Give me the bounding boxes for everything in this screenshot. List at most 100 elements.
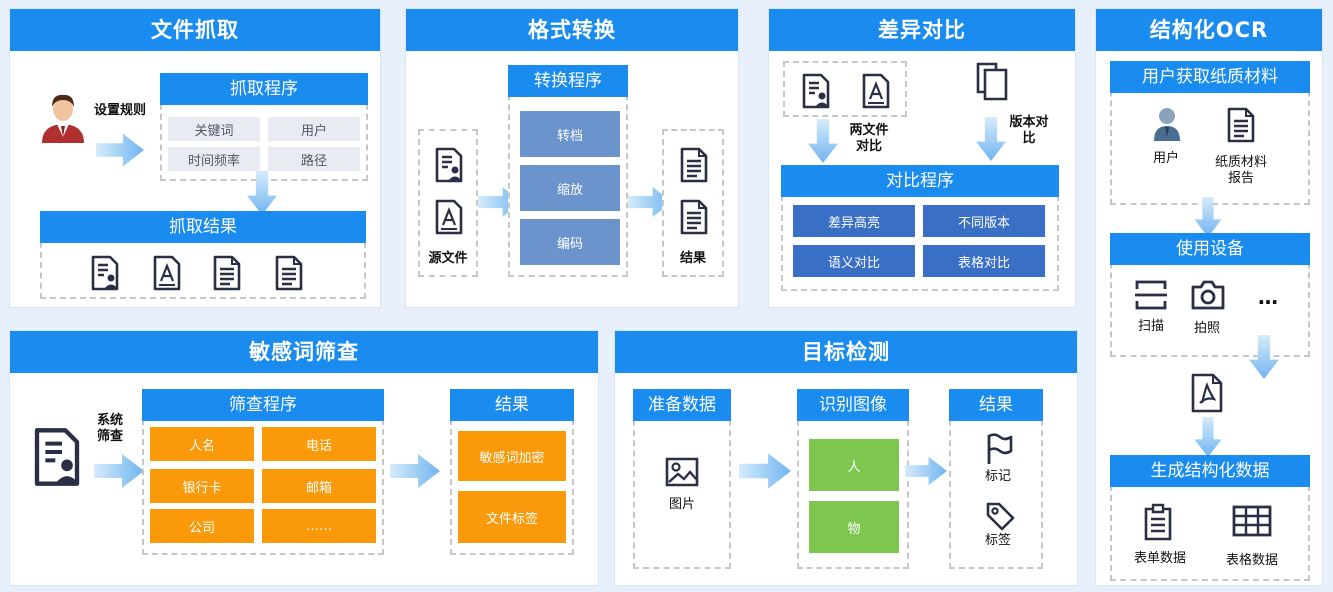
program-item: 银行卡 bbox=[150, 469, 254, 503]
document-user-icon bbox=[32, 427, 82, 487]
program-item: 关键词 bbox=[168, 117, 260, 141]
tag-icon bbox=[986, 502, 1015, 531]
program-item: 人名 bbox=[150, 427, 254, 461]
arrow-right bbox=[905, 453, 947, 489]
photo-label: 拍照 bbox=[1193, 321, 1220, 336]
more-label: … bbox=[1258, 285, 1278, 309]
arrow-right bbox=[390, 453, 440, 489]
document-a-icon bbox=[861, 73, 891, 109]
arrow-down bbox=[1192, 197, 1224, 237]
program-item: 用户 bbox=[268, 117, 360, 141]
program-item: 不同版本 bbox=[923, 205, 1045, 237]
document-a-icon bbox=[434, 199, 464, 235]
ocr-step3-box: 生成结构化数据 表单数据 表格数据 bbox=[1110, 455, 1310, 581]
person-icon bbox=[40, 91, 86, 143]
panel-ocr: 结构化OCR 用户获取纸质材料 用户 纸质材料 报告 使用设备 … 扫描 拍照 bbox=[1095, 8, 1323, 586]
ocr-step2-box: 使用设备 … 扫描 拍照 bbox=[1110, 233, 1310, 357]
program-item: 时间频率 bbox=[168, 147, 260, 171]
ocr-step1-box: 用户获取纸质材料 用户 纸质材料 报告 bbox=[1110, 61, 1310, 205]
flag-icon bbox=[987, 433, 1013, 464]
capture-program-box: 抓取程序 关键词 用户 时间频率 路径 bbox=[160, 73, 368, 181]
image-icon bbox=[665, 457, 699, 487]
box-title: 结果 bbox=[949, 389, 1043, 421]
table-data-label: 表格数据 bbox=[1225, 553, 1278, 568]
program-item: …… bbox=[262, 509, 376, 543]
two-files-label: 两文件 对比 bbox=[849, 123, 889, 154]
document-a-icon bbox=[152, 255, 182, 291]
recognize-item: 物 bbox=[809, 501, 899, 553]
program-item: 转档 bbox=[520, 111, 620, 157]
document-user-icon bbox=[90, 255, 120, 291]
box-title: 筛查程序 bbox=[142, 389, 384, 421]
recognize-box: 识别图像 人 物 bbox=[797, 389, 909, 569]
program-item: 缩放 bbox=[520, 165, 620, 211]
panel-diff-compare: 差异对比 两文件 对比 版本对 比 对比程序 差异高亮 不同版本 语义对比 表格… bbox=[768, 8, 1076, 308]
form-data-label: 表单数据 bbox=[1133, 551, 1186, 566]
convert-program-box: 转换程序 转档 缩放 编码 bbox=[508, 65, 628, 277]
two-files-box bbox=[783, 61, 907, 117]
mark-label: 标记 bbox=[984, 469, 1011, 484]
paper-label: 纸质材料 报告 bbox=[1214, 155, 1267, 186]
box-title: 生成结构化数据 bbox=[1110, 455, 1310, 487]
panel-title: 差异对比 bbox=[769, 9, 1075, 51]
program-item: 差异高亮 bbox=[793, 205, 915, 237]
arrow-right bbox=[96, 133, 144, 167]
set-rules-label: 设置规则 bbox=[93, 103, 146, 118]
recognize-item: 人 bbox=[809, 439, 899, 491]
program-item: 邮箱 bbox=[262, 469, 376, 503]
pdf-document-icon bbox=[1191, 373, 1223, 413]
document-lines-icon bbox=[679, 147, 709, 183]
box-title: 识别图像 bbox=[797, 389, 909, 421]
user-icon bbox=[1154, 108, 1180, 141]
panel-title: 文件抓取 bbox=[10, 9, 380, 51]
box-title: 使用设备 bbox=[1110, 233, 1310, 265]
program-item: 表格对比 bbox=[923, 245, 1045, 277]
arrow-down bbox=[1248, 335, 1280, 379]
box-title: 结果 bbox=[450, 389, 574, 421]
compare-program-box: 对比程序 差异高亮 不同版本 语义对比 表格对比 bbox=[781, 165, 1059, 291]
source-file-label: 源文件 bbox=[428, 251, 468, 266]
document-user-icon bbox=[801, 73, 831, 109]
arrow-down bbox=[1192, 417, 1224, 457]
result-item: 敏感词加密 bbox=[458, 431, 566, 481]
source-file-box: 源文件 bbox=[418, 129, 478, 277]
result-label: 结果 bbox=[679, 251, 706, 266]
table-icon bbox=[1232, 505, 1272, 537]
copy-documents-icon bbox=[976, 62, 1008, 101]
user-label: 用户 bbox=[1152, 151, 1179, 166]
scan-label: 扫描 bbox=[1137, 319, 1164, 334]
panel-title: 结构化OCR bbox=[1096, 9, 1322, 51]
panel-file-capture: 文件抓取 设置规则 抓取程序 关键词 用户 时间频率 路径 抓取结果 bbox=[9, 8, 381, 308]
program-item: 路径 bbox=[268, 147, 360, 171]
program-item: 语义对比 bbox=[793, 245, 915, 277]
box-title: 对比程序 bbox=[781, 165, 1059, 197]
prepare-data-box: 准备数据 图片 bbox=[633, 389, 731, 569]
document-lines-icon bbox=[1226, 107, 1256, 143]
panel-detection: 目标检测 准备数据 图片 识别图像 人 物 结果 标记 标签 bbox=[614, 330, 1078, 586]
image-label: 图片 bbox=[668, 497, 695, 512]
box-title: 转换程序 bbox=[508, 65, 628, 97]
panel-title: 目标检测 bbox=[615, 331, 1077, 373]
panel-title: 敏感词筛查 bbox=[10, 331, 598, 373]
clipboard-icon bbox=[1144, 503, 1172, 541]
box-title: 抓取结果 bbox=[40, 211, 366, 243]
tag-label: 标签 bbox=[984, 533, 1011, 548]
panel-title: 格式转换 bbox=[406, 9, 738, 51]
screen-program-box: 筛查程序 人名 电话 银行卡 邮箱 公司 …… bbox=[142, 389, 384, 555]
scan-icon bbox=[1135, 280, 1167, 310]
panel-sensitive: 敏感词筛查 系统 筛查 筛查程序 人名 电话 银行卡 邮箱 公司 …… 结果 敏… bbox=[9, 330, 599, 586]
document-lines-icon bbox=[212, 255, 242, 291]
document-lines-icon bbox=[274, 255, 304, 291]
document-lines-icon bbox=[679, 199, 709, 235]
box-title: 抓取程序 bbox=[160, 73, 368, 105]
system-check-label: 系统 筛查 bbox=[96, 413, 123, 444]
document-user-icon bbox=[434, 147, 464, 183]
program-item: 编码 bbox=[520, 219, 620, 265]
arrow-down bbox=[246, 171, 278, 215]
arrow-right bbox=[739, 453, 791, 489]
box-title: 用户获取纸质材料 bbox=[1110, 61, 1310, 93]
program-item: 电话 bbox=[262, 427, 376, 461]
program-item: 公司 bbox=[150, 509, 254, 543]
detect-result-box: 结果 标记 标签 bbox=[949, 389, 1043, 569]
capture-result-box: 抓取结果 bbox=[40, 211, 366, 299]
